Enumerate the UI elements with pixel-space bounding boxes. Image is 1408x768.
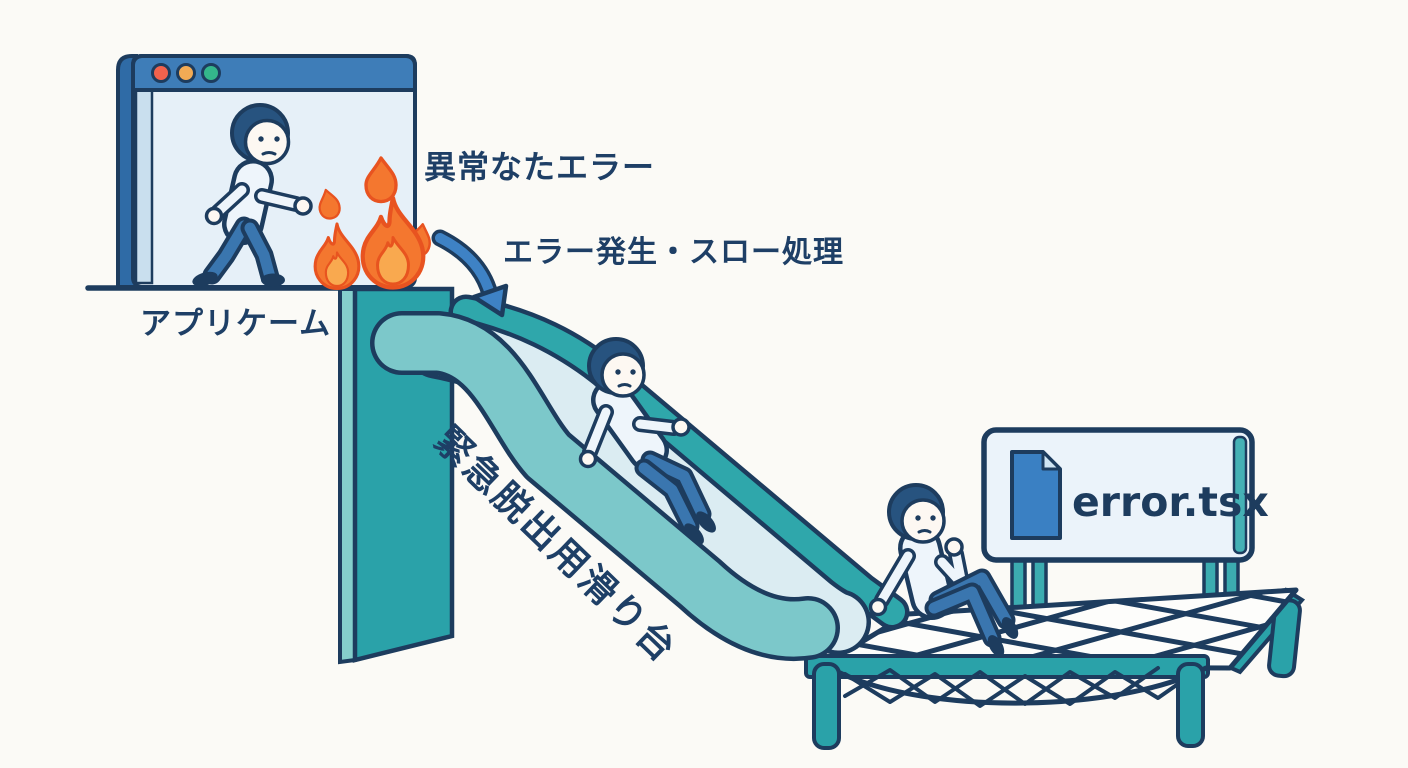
app-window-label: アプリケーム [140, 306, 332, 342]
right-fist [944, 537, 964, 557]
left-fist [868, 597, 888, 617]
arrow-head [471, 283, 509, 318]
window-body [133, 56, 415, 287]
left-fist [204, 206, 224, 226]
traffic-light-red [151, 63, 171, 83]
shoe [1001, 617, 1019, 639]
window-traffic-lights [151, 63, 221, 83]
error-sign [981, 427, 1255, 563]
abnormal-error-label: 異常なたエラー [424, 148, 656, 186]
person-sliding [578, 337, 716, 545]
browser-window [116, 54, 417, 289]
face [243, 118, 291, 166]
shoe [696, 511, 716, 533]
net-leg-middle [1176, 662, 1205, 748]
person-fleeing [192, 103, 313, 287]
net-frame-near [804, 654, 1210, 750]
shoe [987, 635, 1005, 657]
error-throw-label: エラー発生・スロー処理 [503, 235, 844, 270]
document-icon [1010, 450, 1062, 540]
curved-arrow-icon [431, 229, 509, 318]
window-sidebar-band [134, 88, 154, 285]
escape-tower [338, 286, 455, 665]
window-titlebar [131, 54, 417, 92]
traffic-light-orange [176, 63, 196, 83]
face [900, 498, 946, 544]
sign-filename-label: error.tsx [1072, 478, 1269, 526]
person-landed [868, 483, 1019, 657]
net-leg-left [812, 662, 841, 750]
right-fist [293, 196, 313, 216]
window-outline [131, 54, 417, 289]
shoe [192, 271, 218, 287]
shoe [261, 273, 285, 287]
face [600, 352, 646, 398]
tower-panel [352, 286, 455, 663]
right-fist [671, 417, 691, 437]
sign-side-band [1232, 435, 1248, 555]
slide-near-rail [374, 315, 836, 657]
net-belly [835, 665, 1209, 708]
traffic-light-green [201, 63, 221, 83]
shoe [684, 523, 704, 545]
left-fist [578, 449, 598, 469]
